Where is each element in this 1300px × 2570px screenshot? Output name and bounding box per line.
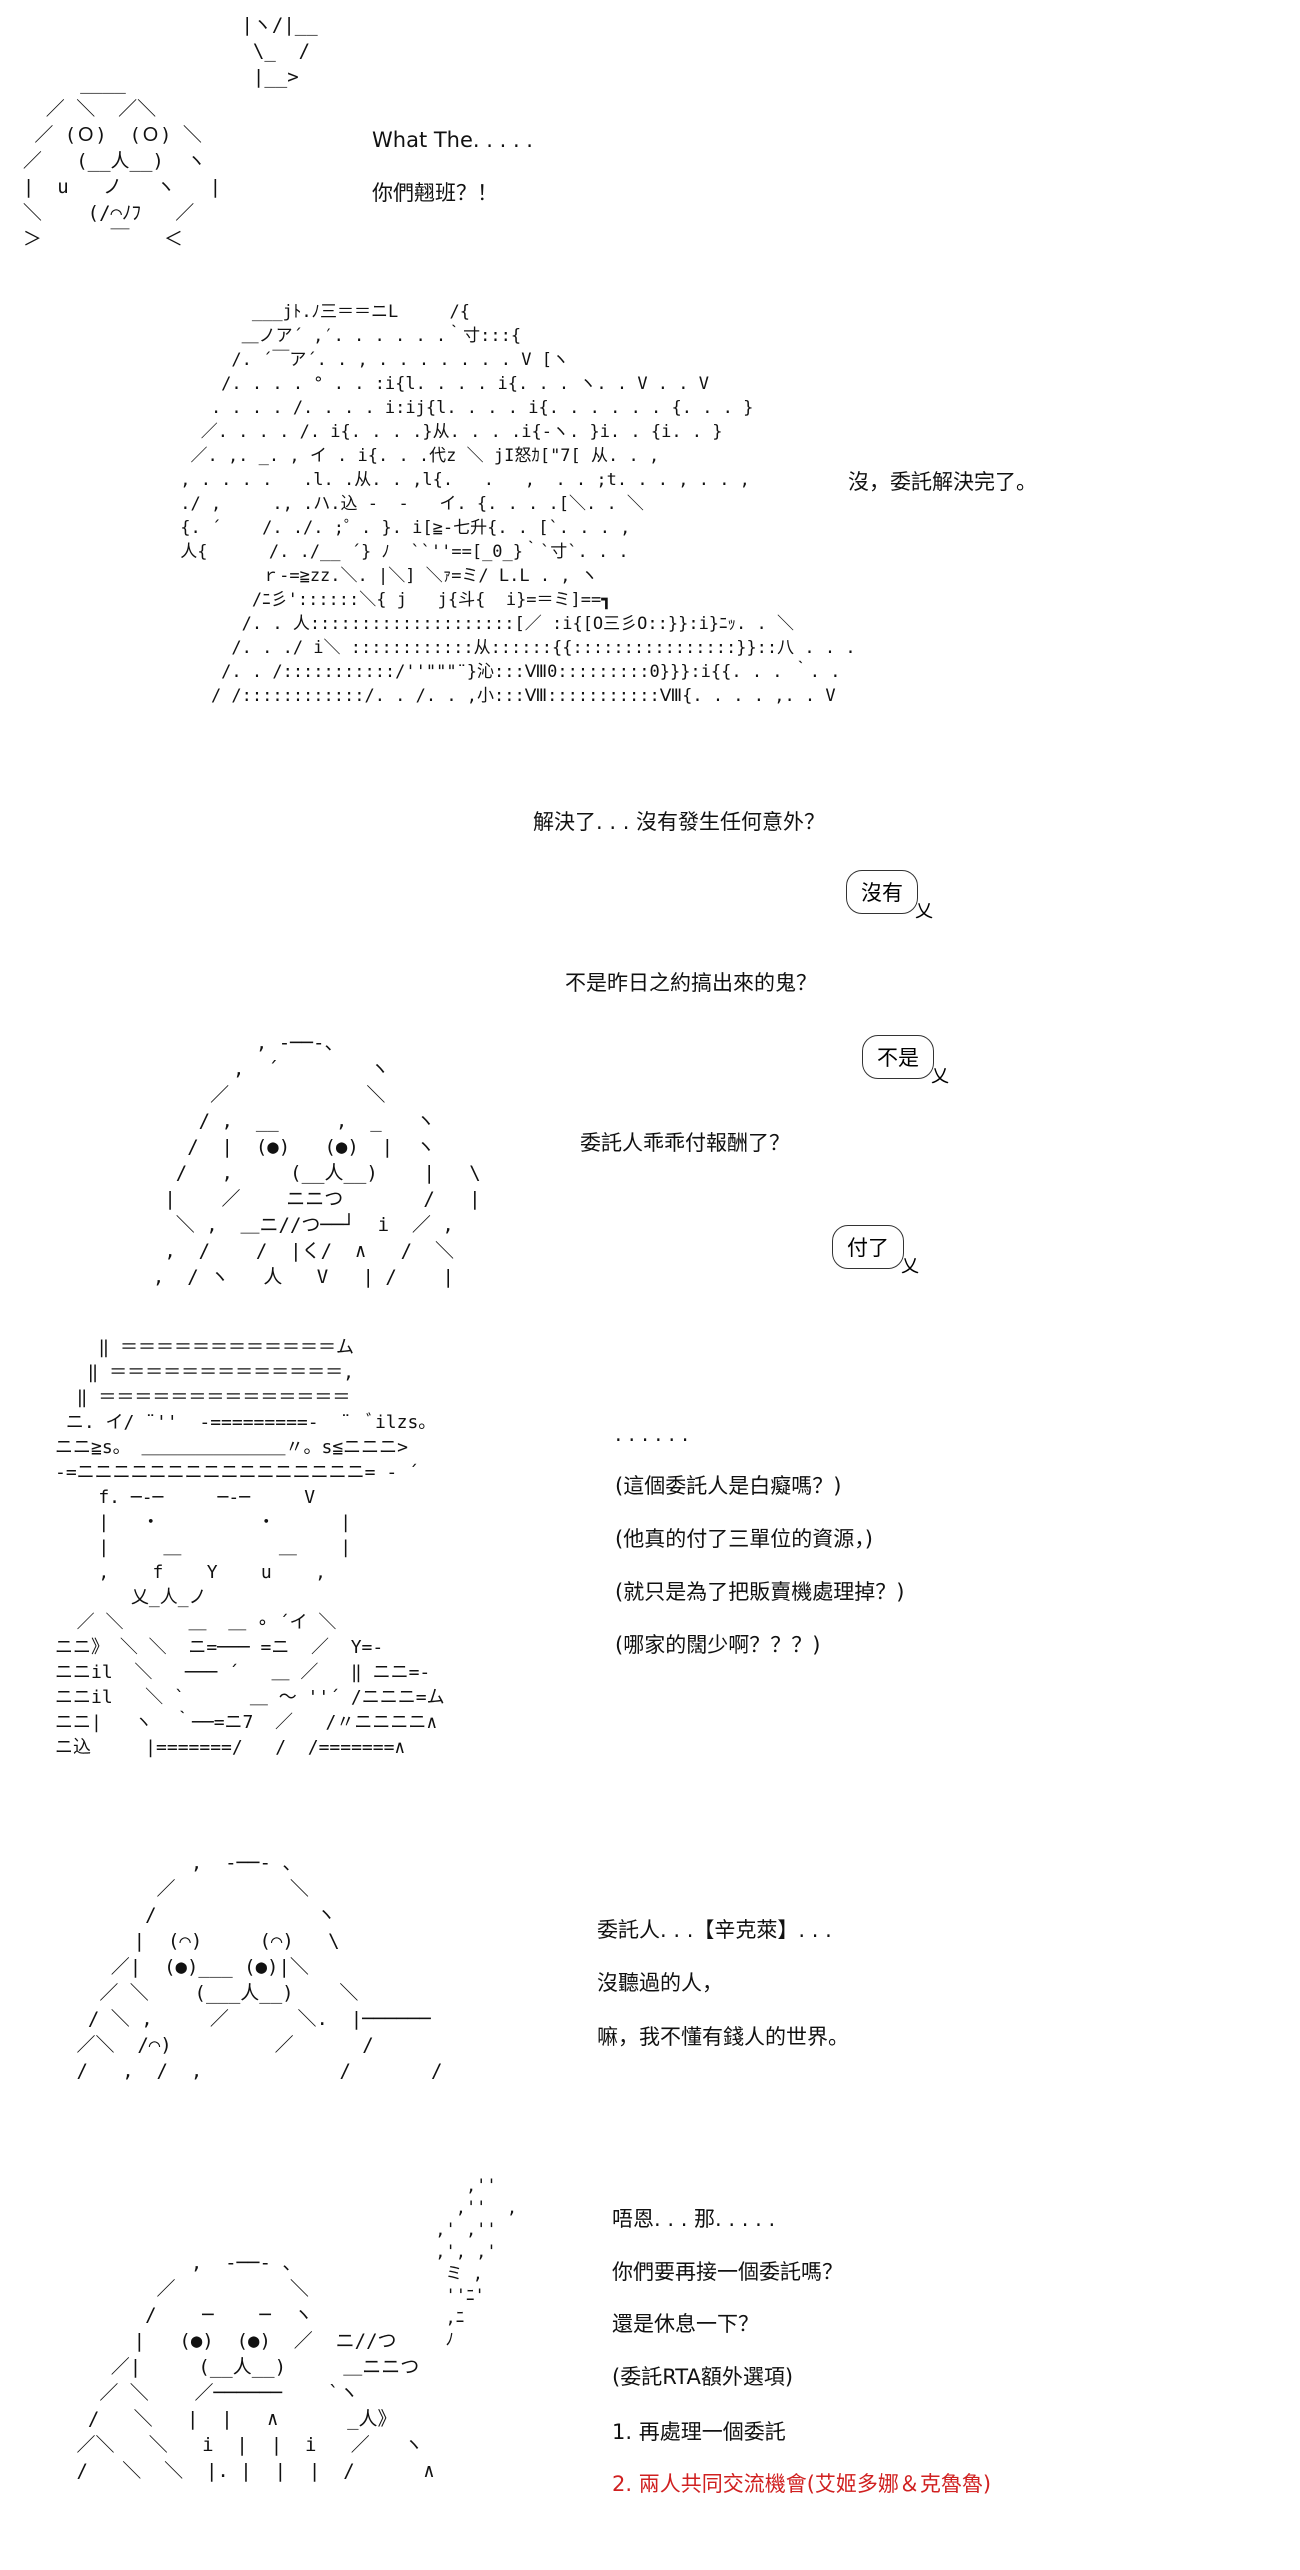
dialogue-line: What The. . . . . xyxy=(372,128,533,152)
dialogue-line: 解決了. . . 沒有發生任何意外？ xyxy=(533,810,826,834)
dialogue-line: (這個委託人是白癡嗎？) xyxy=(615,1474,842,1498)
dialogue-line: 委託人乖乖付報酬了？ xyxy=(580,1131,790,1155)
dialogue-line: (哪家的闊少啊？？？) xyxy=(615,1633,821,1657)
bubble-tail-icon: 乂 xyxy=(915,901,933,922)
hand-art: |ヽ/|__ \_ / |__> xyxy=(241,14,318,88)
bubble-tail-icon: 乂 xyxy=(901,1256,919,1277)
dialogue-line: (委託RTA額外選項) xyxy=(612,2365,794,2389)
dialogue-line: 你們要再接一個委託嗎？ xyxy=(612,2260,843,2284)
dialogue-line: 沒，委託解決完了。 xyxy=(848,470,1037,494)
dialogue-line: 沒聽過的人， xyxy=(597,1971,723,1995)
bubble-text: 付了 xyxy=(847,1236,889,1260)
dialogue-line: 嘛，我不懂有錢人的世界。 xyxy=(597,2025,849,2049)
dialogue-line: 還是休息一下？ xyxy=(612,2312,759,2336)
speech-bubble: 沒有 乂 xyxy=(846,870,933,922)
dialogue-line: (就只是為了把販賣機處理掉？) xyxy=(615,1580,905,1604)
character-face-art: , -──-、 , ´ ヽ ／ ＼ / , __ , _ ヽ / | (●) (… xyxy=(152,1032,481,1288)
dialogue-line: (他真的付了三單位的資源，) xyxy=(615,1527,873,1551)
character-drinking-art: , -──- 、 ／ ＼ / ─ ─ ヽ | (●) (●) ／ ニ//つ ／|… xyxy=(76,2252,435,2482)
dialogue-line: 你們翹班？！ xyxy=(372,181,498,205)
option-1: 1. 再處理一個委託 xyxy=(612,2420,786,2444)
dialogue-line: . . . . . . xyxy=(615,1422,689,1446)
surprised-face-art: ____ ／ ＼ ／＼ ／ (Ｏ) (Ｏ) ＼ ／ (__人__) ヽ | u … xyxy=(22,72,222,250)
dialogue-line: 不是昨日之約搞出來的鬼？ xyxy=(565,971,817,995)
bubble-tail-icon: 乂 xyxy=(931,1066,949,1087)
speech-bubble: 付了 乂 xyxy=(832,1225,919,1277)
bubble-text: 沒有 xyxy=(861,881,903,905)
dialogue-line: 委託人. . .【辛克萊】. . . xyxy=(597,1918,832,1942)
character-reading-art: , -──- 、 ／ ＼ / ヽ | (⌒) (⌒) \ ／| (●)___ (… xyxy=(76,1852,443,2082)
dialogue-line: 唔恩. . . 那. . . . . xyxy=(612,2207,776,2231)
steam-art: ,'' ,'' , ,' ,'' ,', ,' ミ , ''ﾆ' ,ﾆ ﾉ xyxy=(435,2176,518,2350)
option-2: 2. 兩人共同交流機會(艾姬多娜＆克魯魯) xyxy=(612,2472,992,2496)
hat-character-art: ‖ ＝＝＝＝＝＝＝＝＝＝＝＝ム ‖ ＝＝＝＝＝＝＝＝＝＝＝＝＝, ‖ ＝＝＝＝＝… xyxy=(55,1337,445,1758)
bubble-text: 不是 xyxy=(877,1046,919,1070)
speech-bubble: 不是 乂 xyxy=(862,1035,949,1087)
character-portrait-art: ___jﾄ.ﾉ三＝＝ニL /{ ＿ノア´ ,′. . . . . .｀寸:::{… xyxy=(180,302,856,706)
